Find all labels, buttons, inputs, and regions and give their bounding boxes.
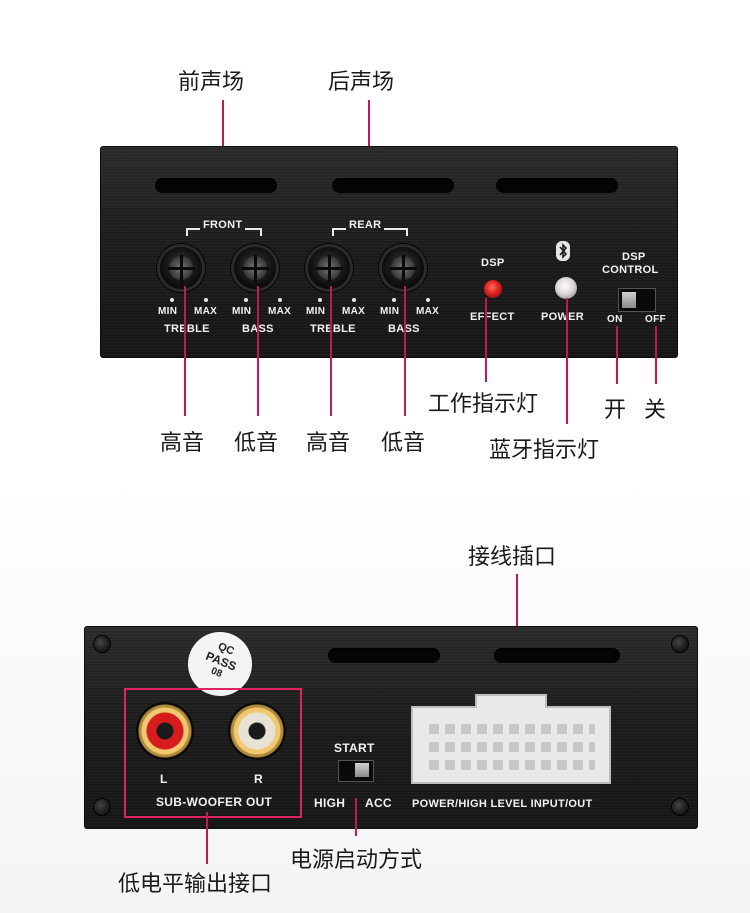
max-label: MAX	[268, 306, 292, 317]
min-label: MIN	[380, 306, 400, 317]
top-control-panel: FRONT REAR MIN MAX MIN MAX MIN MAX MIN M…	[100, 146, 678, 358]
low-level-output-label: 低电平输出接口	[118, 872, 273, 897]
low-level-output-leader	[206, 812, 208, 864]
rear-label: REAR	[346, 219, 385, 231]
treble-2-label: 高音	[306, 431, 351, 456]
vent-slot-2	[332, 178, 454, 193]
front-label: FRONT	[200, 219, 246, 231]
connector-pin-row	[429, 724, 595, 734]
subwoofer-out-highlight	[124, 688, 302, 818]
dsp-label: DSP	[481, 257, 505, 269]
bass-label: BASS	[388, 323, 420, 335]
treble-label: TREBLE	[310, 323, 356, 335]
vent-slot-3	[496, 178, 618, 193]
start-label: START	[334, 741, 375, 755]
rear-bass-knob[interactable]	[382, 247, 424, 289]
front-sound-field-label: 前声场	[178, 70, 245, 95]
wiring-socket-label: 接线插口	[468, 545, 557, 570]
vent-slot-5	[494, 648, 620, 663]
front-bass-knob[interactable]	[234, 247, 276, 289]
max-dot	[278, 298, 282, 302]
bottom-connector-panel: QC PASS 08 L R SUB-WOOFER OUT START HIGH…	[84, 622, 698, 829]
dsp-control-label-2: CONTROL	[602, 264, 659, 276]
max-dot	[204, 298, 208, 302]
high-label: HIGH	[314, 796, 346, 810]
front-treble-knob[interactable]	[160, 247, 202, 289]
working-indicator-label: 工作指示灯	[428, 392, 539, 417]
connector-pin-row	[429, 742, 595, 752]
dsp-effect-led	[484, 280, 502, 298]
switch-on-label: 开	[604, 398, 627, 423]
max-dot	[352, 298, 356, 302]
bass-2-label: 低音	[381, 431, 426, 456]
vent-slot-4	[328, 648, 440, 663]
effect-label: EFFECT	[470, 311, 515, 323]
min-label: MIN	[232, 306, 252, 317]
screw	[94, 799, 110, 815]
treble-2-leader	[330, 286, 332, 416]
acc-label: ACC	[365, 796, 392, 810]
bluetooth-icon	[556, 241, 570, 261]
min-dot	[318, 298, 322, 302]
min-dot	[244, 298, 248, 302]
bass-1-leader	[257, 286, 259, 416]
treble-1-label: 高音	[160, 431, 205, 456]
power-harness-connector[interactable]	[411, 694, 611, 784]
min-dot	[392, 298, 396, 302]
start-mode-switch[interactable]	[338, 760, 374, 782]
rca-left-connector[interactable]	[136, 702, 194, 760]
min-label: MIN	[306, 306, 326, 317]
working-indicator-leader	[485, 298, 487, 382]
bluetooth-indicator-label: 蓝牙指示灯	[489, 438, 600, 463]
bass-1-label: 低音	[234, 431, 279, 456]
rca-right-connector[interactable]	[228, 702, 286, 760]
vent-slot-1	[155, 178, 277, 193]
off-leader	[655, 326, 657, 384]
connector-pin-row	[429, 760, 595, 770]
power-led	[555, 277, 577, 299]
max-label: MAX	[416, 306, 440, 317]
max-label: MAX	[342, 306, 366, 317]
dsp-control-switch[interactable]	[618, 288, 656, 312]
start-mode-leader	[355, 798, 357, 836]
rear-treble-knob[interactable]	[308, 247, 350, 289]
on-label: ON	[607, 314, 623, 325]
dsp-control-label-1: DSP	[622, 251, 646, 263]
right-channel-label: R	[254, 772, 263, 786]
treble-1-leader	[184, 286, 186, 416]
power-input-label: POWER/HIGH LEVEL INPUT/OUT	[412, 798, 593, 810]
left-channel-label: L	[160, 772, 168, 786]
power-label: POWER	[541, 311, 585, 323]
max-label: MAX	[194, 306, 218, 317]
min-label: MIN	[158, 306, 178, 317]
screw	[672, 636, 688, 652]
switch-off-label: 关	[644, 398, 667, 423]
treble-label: TREBLE	[164, 323, 210, 335]
bluetooth-indicator-leader	[566, 298, 568, 424]
screw	[672, 799, 688, 815]
rear-sound-field-label: 后声场	[328, 70, 395, 95]
off-label: OFF	[645, 314, 666, 325]
power-start-mode-label: 电源启动方式	[290, 848, 423, 873]
sub-woofer-out-label: SUB-WOOFER OUT	[156, 795, 273, 809]
max-dot	[426, 298, 430, 302]
screw	[94, 636, 110, 652]
bass-2-leader	[404, 286, 406, 416]
min-dot	[170, 298, 174, 302]
on-leader	[616, 326, 618, 384]
